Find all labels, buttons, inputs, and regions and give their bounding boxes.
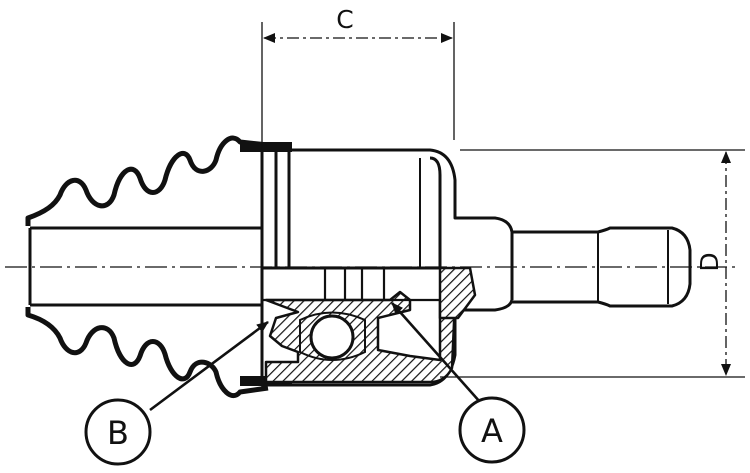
ball [309,314,355,360]
label-c: C [336,5,353,34]
stub-axle [512,226,692,308]
boot-upper [25,135,269,226]
drive-shaft [28,226,262,307]
boot-clamp-upper [240,142,292,152]
dimension-d [440,149,745,378]
leader-b [149,320,269,412]
callout-a [458,396,526,464]
label-d: D [695,252,724,271]
boot-lower [25,307,269,399]
inner-hub [262,268,440,302]
dimension-c [261,22,455,170]
label-b: B [107,414,129,452]
label-a: A [481,412,503,450]
cage-section [264,290,457,384]
leader-a [391,302,481,403]
ball-race [299,311,366,361]
callout-b [84,398,152,466]
outer-race-section [438,266,477,320]
